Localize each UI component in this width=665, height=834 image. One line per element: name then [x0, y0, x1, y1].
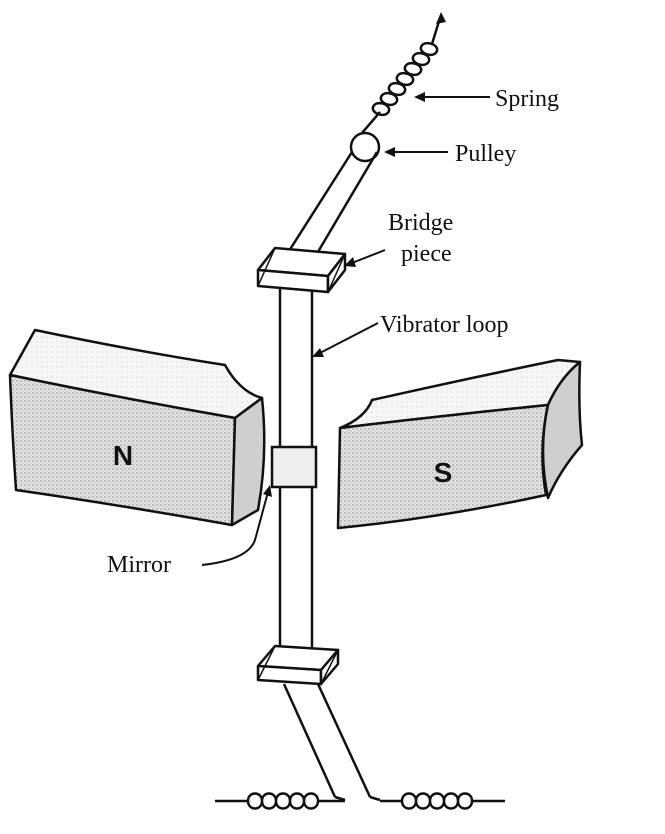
upper-bridge-piece	[256, 246, 347, 294]
lower-bridge-piece	[256, 644, 340, 686]
north-magnet	[8, 328, 266, 527]
bridge-piece-label-line1: Bridge	[388, 210, 453, 236]
spring-arrowhead	[436, 12, 446, 24]
bottom-left-coil	[215, 792, 345, 810]
leader-lines	[201, 92, 490, 566]
north-magnet-front	[8, 373, 237, 527]
spring-label: Spring	[495, 86, 559, 112]
vibrator-loop-label: Vibrator loop	[380, 312, 509, 338]
bottom-right-coil	[380, 792, 505, 810]
lower-wires	[282, 683, 381, 802]
south-magnet	[336, 358, 584, 530]
mirror	[270, 445, 318, 489]
pulley	[349, 131, 381, 163]
north-magnet-side	[230, 396, 266, 527]
north-pole-label: N	[113, 440, 133, 471]
mirror-label: Mirror	[107, 552, 171, 578]
upper-wires	[280, 151, 379, 263]
bridge-piece-label-line2: piece	[401, 241, 452, 267]
south-magnet-side	[541, 360, 584, 500]
south-pole-label: S	[434, 457, 453, 488]
top-spring	[361, 17, 442, 134]
pulley-label: Pulley	[455, 141, 516, 167]
